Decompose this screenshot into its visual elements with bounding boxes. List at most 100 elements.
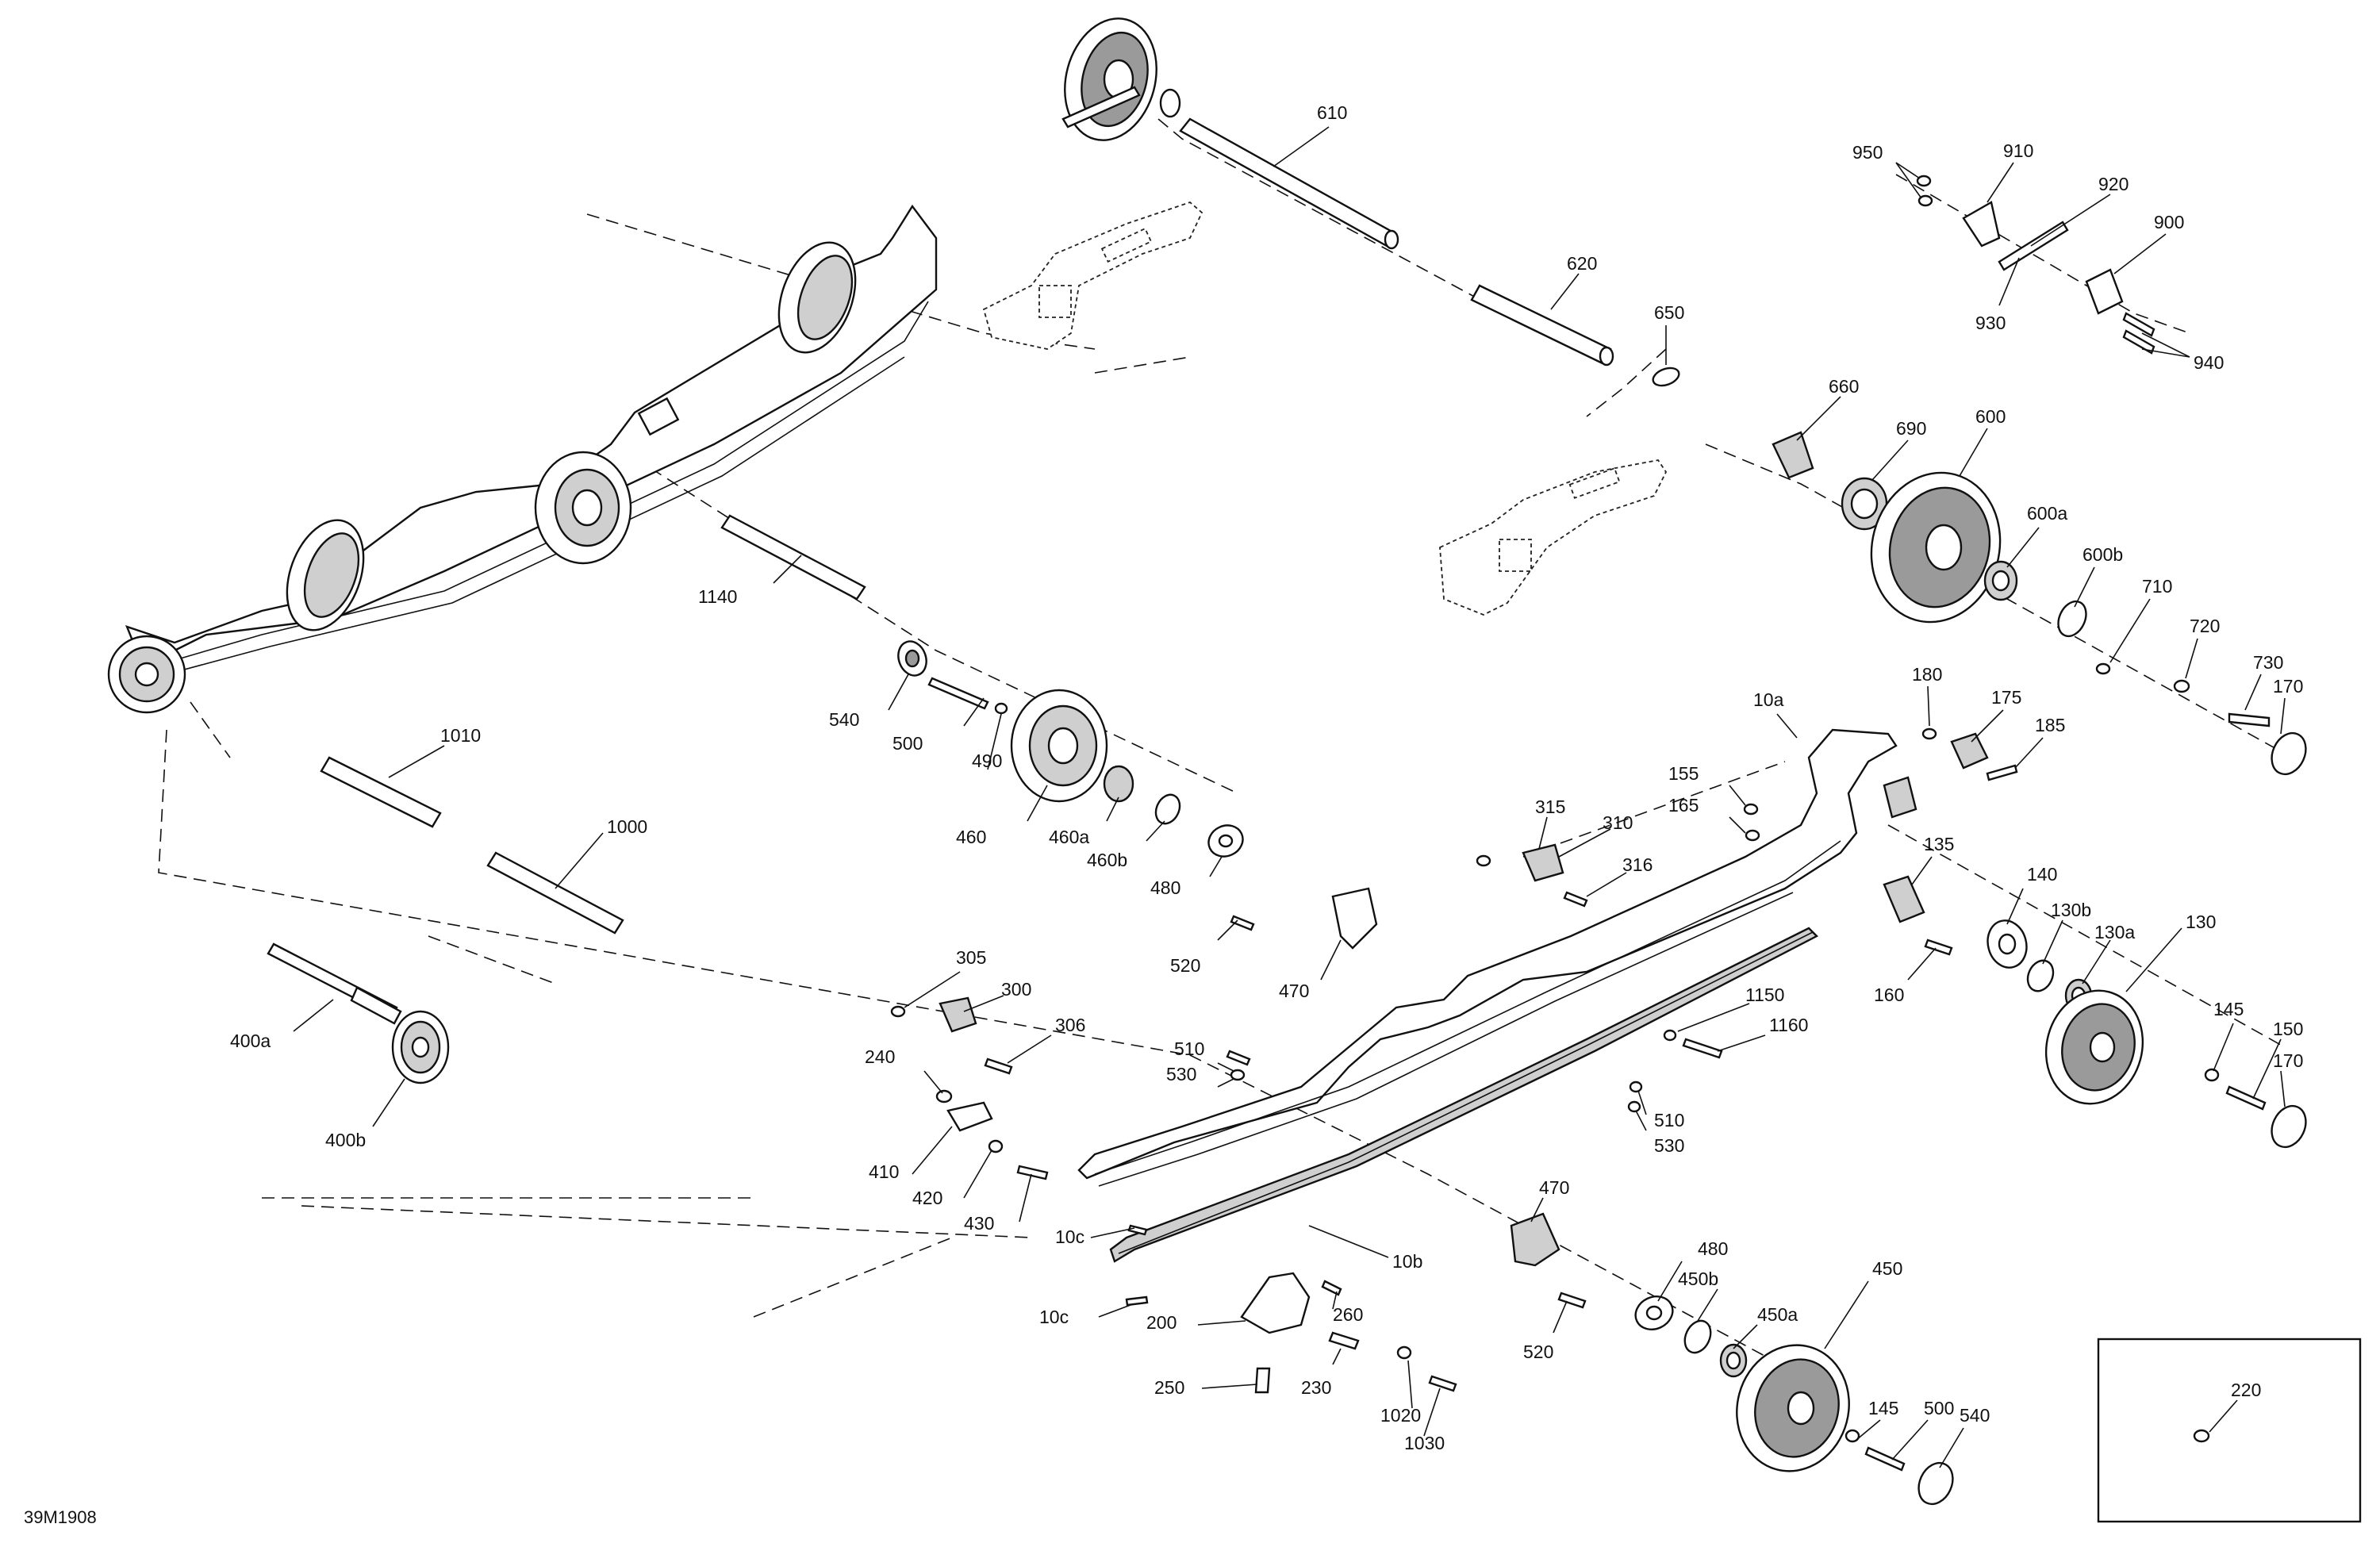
callout-240: 240 xyxy=(865,1046,895,1067)
block-135 xyxy=(1883,875,1925,923)
callout-600: 600 xyxy=(1975,406,2006,427)
callout-650: 650 xyxy=(1654,302,1684,323)
callout-730: 730 xyxy=(2253,652,2283,673)
document-id: 39M1908 xyxy=(24,1507,97,1527)
bracket-410 xyxy=(946,1101,993,1132)
callout-220: 220 xyxy=(2231,1380,2261,1400)
callout-10b: 10b xyxy=(1392,1251,1422,1272)
leader-lines xyxy=(293,126,2286,1468)
callout-1160: 1160 xyxy=(1769,1015,1808,1035)
phantom-bracket-lower xyxy=(1439,459,1668,616)
callout-530-left: 530 xyxy=(1166,1064,1196,1084)
callout-185: 185 xyxy=(2035,715,2065,735)
callout-510-right: 510 xyxy=(1654,1110,1684,1130)
shafts xyxy=(267,117,2069,1025)
callout-930: 930 xyxy=(1975,313,2006,333)
callout-490: 490 xyxy=(972,750,1002,771)
bracket-910 xyxy=(1962,201,2001,248)
shaft-1140 xyxy=(720,514,866,601)
callout-1010: 1010 xyxy=(440,725,481,746)
callout-250: 250 xyxy=(1154,1377,1184,1398)
callout-316: 316 xyxy=(1622,854,1653,875)
callout-530-right: 530 xyxy=(1654,1135,1684,1156)
middle-roller-parts xyxy=(897,640,1378,950)
callout-500-lower: 500 xyxy=(1924,1398,1954,1418)
callout-480-lower: 480 xyxy=(1698,1238,1728,1259)
callout-500-upper: 500 xyxy=(892,733,923,754)
callout-520-upper: 520 xyxy=(1170,955,1200,976)
callout-135: 135 xyxy=(1924,834,1954,854)
callout-230: 230 xyxy=(1301,1377,1331,1398)
callout-labels: 610 620 650 950 910 920 900 930 940 660 … xyxy=(230,102,2303,1453)
block-470-lower xyxy=(1510,1212,1560,1267)
callout-180: 180 xyxy=(1912,664,1942,685)
callout-940: 940 xyxy=(2194,352,2224,373)
callout-430: 430 xyxy=(964,1213,994,1234)
callout-600a: 600a xyxy=(2027,503,2067,524)
bracket-900 xyxy=(2085,268,2124,315)
callout-410: 410 xyxy=(869,1161,899,1182)
lower-roller-450 xyxy=(1510,1212,1954,1506)
callout-510-left: 510 xyxy=(1174,1038,1204,1059)
callout-450a: 450a xyxy=(1757,1304,1798,1325)
slider-10b xyxy=(1109,927,1819,1263)
shaft-610 xyxy=(1179,117,1398,248)
callout-130a: 130a xyxy=(2094,922,2135,942)
callout-900: 900 xyxy=(2154,212,2184,232)
shaft-1010 xyxy=(320,756,442,828)
callout-1000: 1000 xyxy=(607,816,647,837)
callout-460b: 460b xyxy=(1087,850,1127,870)
callout-910: 910 xyxy=(2003,140,2033,161)
lower-left-hardware xyxy=(391,996,1457,1394)
callout-1030: 1030 xyxy=(1404,1433,1445,1453)
callout-170-upper: 170 xyxy=(2273,676,2303,697)
callout-540-lower: 540 xyxy=(1960,1405,1990,1426)
top-wheel xyxy=(1061,17,1181,141)
callout-145-right: 145 xyxy=(2213,999,2244,1019)
callout-690: 690 xyxy=(1896,418,1926,439)
callout-310: 310 xyxy=(1603,812,1633,833)
callout-130b: 130b xyxy=(2051,900,2091,920)
block-470-upper xyxy=(1331,887,1378,950)
callout-1140: 1140 xyxy=(698,586,737,607)
callout-720: 720 xyxy=(2190,616,2220,636)
washer-650 xyxy=(1652,367,1680,387)
assembled-rail xyxy=(107,204,938,714)
callout-920: 920 xyxy=(2098,174,2129,194)
callout-540-upper: 540 xyxy=(829,709,859,730)
callout-140: 140 xyxy=(2027,864,2057,885)
block-660 xyxy=(1772,431,1814,479)
callout-480-upper: 480 xyxy=(1150,877,1180,898)
shaft-1000 xyxy=(486,851,624,935)
callout-450: 450 xyxy=(1872,1258,1902,1279)
callout-610: 610 xyxy=(1317,102,1347,123)
callout-450b: 450b xyxy=(1678,1269,1718,1289)
callout-155: 155 xyxy=(1668,763,1699,784)
block-310 xyxy=(1522,843,1564,882)
block-300 xyxy=(939,996,977,1033)
callout-175: 175 xyxy=(1991,687,2021,708)
callout-10a: 10a xyxy=(1753,689,1784,710)
right-side-hardware xyxy=(1476,727,2307,1149)
callout-305: 305 xyxy=(956,947,986,968)
callout-200: 200 xyxy=(1146,1312,1177,1333)
callout-306: 306 xyxy=(1055,1015,1085,1035)
callout-620: 620 xyxy=(1567,253,1597,274)
callout-660: 660 xyxy=(1829,376,1859,397)
callout-315: 315 xyxy=(1535,796,1565,817)
callout-460: 460 xyxy=(956,827,986,847)
callout-520-lower: 520 xyxy=(1523,1341,1553,1362)
bracket-200 xyxy=(1240,1272,1311,1334)
callout-10c-lower: 10c xyxy=(1039,1307,1069,1327)
callout-460a: 460a xyxy=(1049,827,1089,847)
callout-130: 130 xyxy=(2186,912,2216,932)
block-175 xyxy=(1950,732,1989,770)
callout-165: 165 xyxy=(1668,795,1699,816)
callout-145-lower: 145 xyxy=(1868,1398,1898,1418)
detail-box-220 xyxy=(2097,1338,2362,1523)
callout-160: 160 xyxy=(1874,985,1904,1005)
callout-260: 260 xyxy=(1333,1304,1363,1325)
callout-300: 300 xyxy=(1001,979,1031,1000)
callout-170-lower: 170 xyxy=(2273,1050,2303,1071)
